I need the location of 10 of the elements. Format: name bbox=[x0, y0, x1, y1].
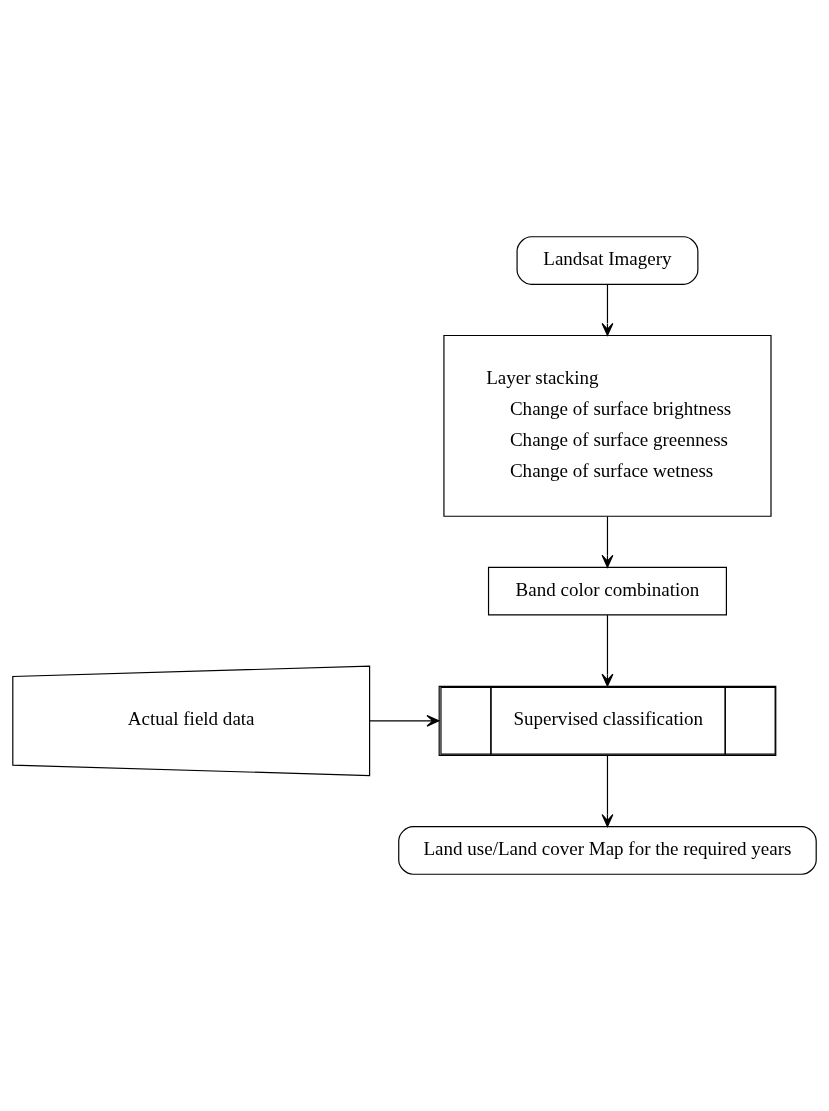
arrow bbox=[601, 516, 614, 568]
node-box: Actual field data bbox=[12, 665, 371, 777]
arrow bbox=[369, 714, 440, 727]
arrow bbox=[601, 283, 614, 336]
arrow bbox=[601, 754, 614, 828]
node-box: Land use/Land cover Map for the required years bbox=[398, 826, 817, 875]
arrow bbox=[601, 614, 614, 687]
node-box: Landsat Imagery bbox=[516, 236, 699, 285]
node-box: Layer stacking Change of surface brightness Change of surface greenness Change of surface wetness bbox=[443, 334, 772, 517]
node-box: Band color combination bbox=[487, 566, 727, 616]
